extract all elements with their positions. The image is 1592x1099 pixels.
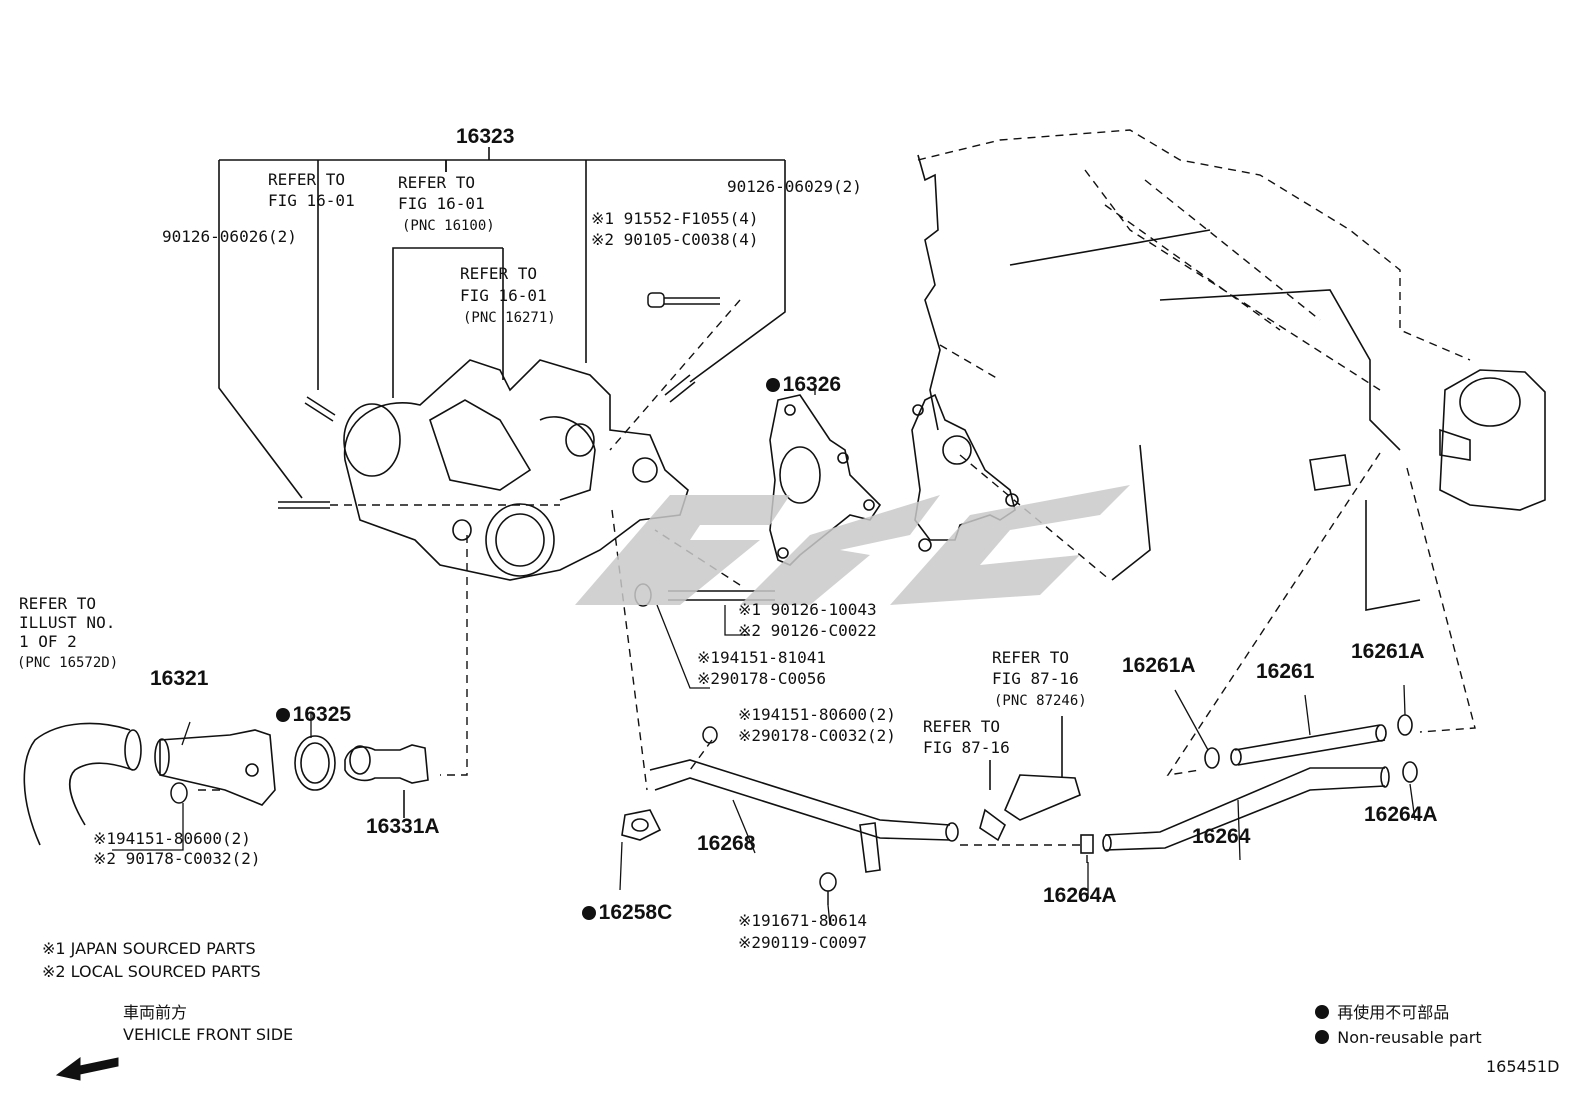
legend-en-text: Non-reusable part [1337,1028,1482,1047]
bolt-90126-c0022-label: ※2 90126-C0022 [738,621,877,640]
refer-fig-16-01-b-line1: REFER TO [398,173,476,192]
refer-illust-line1: REFER TO [19,594,97,613]
part-16331a-label: 16331A [366,815,440,838]
part-16264a-mid-label: 16264A [1043,884,1117,907]
part-16261a-right-label: 16261A [1351,640,1425,663]
legend-dot-icon [1315,1030,1330,1044]
watermark-logo [575,485,1130,605]
refer-illust-line2: ILLUST NO. [19,613,116,632]
refer-fig-87-16-a-pnc: (PNC 87246) [994,693,1087,709]
legend-non-reusable-en: Non-reusable part [1305,1011,1482,1047]
refer-fig-87-16-b-line1: REFER TO [923,717,1001,736]
part-16261a-left-label: 16261A [1122,654,1196,677]
refer-fig-87-16-a-line1: REFER TO [992,648,1070,667]
refer-fig-16-01-a-line2: FIG 16-01 [268,191,355,210]
refer-fig-16-01-c-line2: FIG 16-01 [460,286,547,305]
part-16323-label: 16323 [456,125,515,148]
legend-dot-icon [1315,1005,1330,1019]
part-16264a-right-label: 16264A [1364,803,1438,826]
refer-fig-87-16-a-line2: FIG 87-16 [992,669,1079,688]
refer-fig-16-01-b-pnc: (PNC 16100) [402,218,495,234]
nut-90178-c0032-mid-label: ※290178-C0032(2) [738,726,896,745]
part-16258c-label: 16258C [570,880,672,924]
refer-fig-16-01-c-line1: REFER TO [460,264,538,283]
part-16326-number: 16326 [782,373,842,396]
bolt-91552-f1055-label: ※1 91552-F1055(4) [591,209,759,228]
part-16268-label: 16268 [697,832,756,855]
nut-90178-c0056-label: ※290178-C0056 [697,669,826,688]
bolt-90119-c0097-label: ※290119-C0097 [738,933,867,952]
bolt-90126-06029-label: 90126-06029(2) [727,177,862,196]
part-16325-number: 16325 [292,703,352,726]
non-reusable-dot-icon [765,378,780,392]
bolt-91671-80614-label: ※191671-80614 [738,911,867,930]
part-16321-label: 16321 [150,667,209,690]
legend-non-reusable-jp: 再使用不可部品 [1305,986,1449,1022]
vehicle-front-en: VEHICLE FRONT SIDE [123,1025,294,1044]
legend-jp-text: 再使用不可部品 [1337,1003,1450,1022]
bolt-90126-06026-label: 90126-06026(2) [162,227,297,246]
note-local-sourced: ※2 LOCAL SOURCED PARTS [42,962,261,981]
nut-94151-81041-label: ※194151-81041 [697,648,826,667]
part-16325-label: 16325 [264,682,351,726]
part-16258c-number: 16258C [598,901,673,924]
nut-94151-80600-mid-label: ※194151-80600(2) [738,705,896,724]
part-16261-label: 16261 [1256,660,1315,683]
non-reusable-dot-icon [581,906,596,920]
refer-illust-line3: 1 OF 2 [19,632,77,651]
part-16264-label: 16264 [1192,825,1251,848]
refer-fig-16-01-a-line1: REFER TO [268,170,346,189]
refer-fig-16-01-c-pnc: (PNC 16271) [463,310,556,326]
nut-90178-c0032-left-label: ※2 90178-C0032(2) [93,849,261,868]
vehicle-front-jp: 車両前方 [123,1003,188,1022]
bolt-90105-c0038-label: ※2 90105-C0038(4) [591,230,759,249]
refer-fig-16-01-b-line2: FIG 16-01 [398,194,485,213]
refer-fig-87-16-b-line2: FIG 87-16 [923,738,1010,757]
non-reusable-dot-icon [275,708,290,722]
part-16326-label: 16326 [754,352,841,396]
note-japan-sourced: ※1 JAPAN SOURCED PARTS [42,939,256,958]
bolt-90126-10043-label: ※1 90126-10043 [738,600,877,619]
diagram-id: 165451D [1486,1057,1560,1076]
nut-94151-80600-left-label: ※194151-80600(2) [93,829,251,848]
refer-illust-pnc: (PNC 16572D) [17,655,119,671]
